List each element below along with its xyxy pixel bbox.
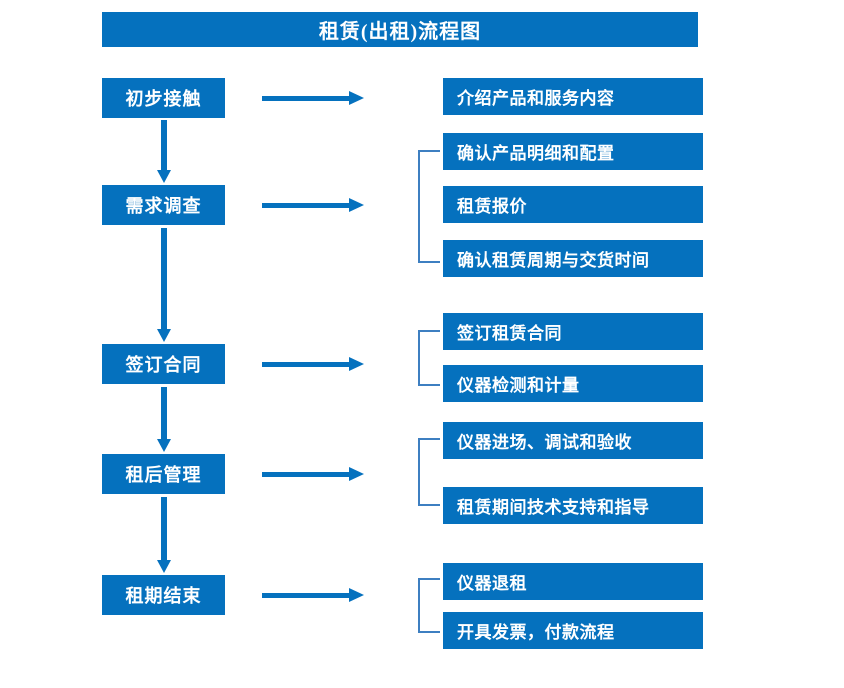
detail-box-5[interactable]: 签订租赁合同 (443, 313, 703, 350)
stage-box-4[interactable]: 租后管理 (102, 454, 225, 494)
detail-box-2[interactable]: 确认产品明细和配置 (443, 133, 703, 170)
group-bracket-5 (418, 578, 440, 633)
right-arrow-icon-4 (262, 467, 364, 481)
detail-box-7[interactable]: 仪器进场、调试和验收 (443, 422, 703, 459)
right-arrow-icon-5 (262, 588, 364, 602)
group-bracket-3 (418, 330, 440, 386)
page-title: 租赁(出租)流程图 (102, 12, 698, 47)
group-bracket-4 (418, 438, 440, 506)
down-arrow-icon-1 (157, 120, 171, 183)
detail-box-3[interactable]: 租赁报价 (443, 186, 703, 223)
detail-box-8[interactable]: 租赁期间技术支持和指导 (443, 487, 703, 524)
stage-box-5[interactable]: 租期结束 (102, 575, 225, 615)
down-arrow-icon-4 (157, 497, 171, 573)
detail-box-9[interactable]: 仪器退租 (443, 563, 703, 600)
down-arrow-icon-3 (157, 387, 171, 452)
stage-box-3[interactable]: 签订合同 (102, 344, 225, 384)
detail-box-6[interactable]: 仪器检测和计量 (443, 365, 703, 402)
stage-box-2[interactable]: 需求调查 (102, 185, 225, 225)
down-arrow-icon-2 (157, 228, 171, 342)
group-bracket-2 (418, 150, 440, 263)
stage-box-1[interactable]: 初步接触 (102, 78, 225, 118)
detail-box-1[interactable]: 介绍产品和服务内容 (443, 78, 703, 115)
right-arrow-icon-1 (262, 91, 364, 105)
detail-box-4[interactable]: 确认租赁周期与交货时间 (443, 240, 703, 277)
right-arrow-icon-2 (262, 198, 364, 212)
right-arrow-icon-3 (262, 357, 364, 371)
detail-box-10[interactable]: 开具发票，付款流程 (443, 612, 703, 649)
